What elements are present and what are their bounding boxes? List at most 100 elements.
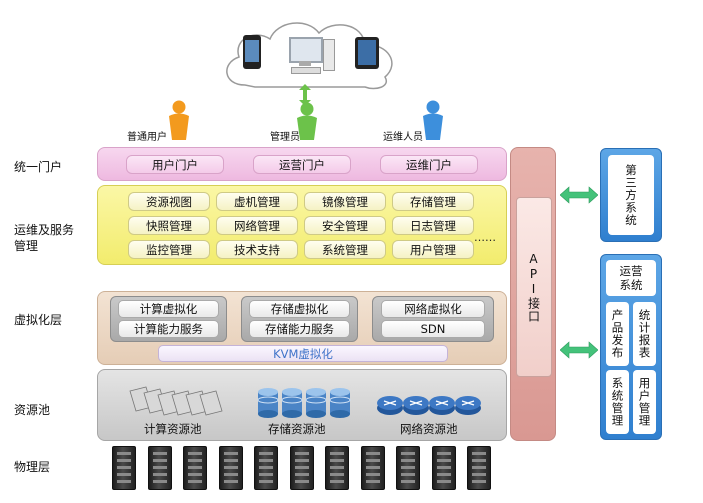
server-icon — [183, 446, 207, 490]
portal-maintenance[interactable]: 运维门户 — [380, 155, 478, 174]
server-slot — [259, 466, 273, 469]
pool-storage-label: 存储资源池 — [268, 422, 326, 436]
ops-item[interactable]: 系统管理 — [304, 240, 386, 259]
server-slot — [152, 466, 167, 469]
ops-item[interactable]: 安全管理 — [304, 216, 386, 235]
row-label-pool: 资源池 — [14, 403, 51, 417]
portal-operations[interactable]: 运营门户 — [253, 155, 351, 174]
server-slot — [472, 459, 486, 462]
server-slot — [365, 466, 380, 469]
server-slot — [436, 473, 451, 476]
ops-item[interactable]: 快照管理 — [128, 216, 210, 235]
server-icon — [325, 446, 349, 490]
ops-item[interactable]: 网络管理 — [216, 216, 298, 235]
ops-sub-release[interactable]: 产品发布 — [606, 302, 629, 366]
server-icon — [254, 446, 278, 490]
server-slot — [152, 459, 167, 462]
server-icon — [112, 446, 136, 490]
virt-compute-service[interactable]: 计算能力服务 — [118, 320, 219, 338]
server-slot — [330, 466, 344, 469]
virt-storage-service[interactable]: 存储能力服务 — [249, 320, 350, 338]
ops-item[interactable]: 存储管理 — [392, 192, 474, 211]
third-party-label: 第三方系统 — [624, 163, 638, 227]
server-slot — [117, 459, 131, 462]
server-icon — [467, 446, 491, 490]
ops-item[interactable]: 资源视图 — [128, 192, 210, 211]
server-slot — [365, 459, 380, 462]
server-slot — [436, 466, 451, 469]
server-slot — [294, 480, 309, 483]
virt-compute[interactable]: 计算虚拟化 — [118, 300, 219, 318]
server-slot — [259, 473, 273, 476]
ops-sub-report-label: 统计报表 — [637, 309, 652, 359]
server-slot — [294, 466, 309, 469]
server-slot — [401, 466, 415, 469]
ops-item[interactable]: 技术支持 — [216, 240, 298, 259]
server-slot — [401, 452, 415, 455]
server-slot — [152, 473, 167, 476]
person-blue-icon — [423, 100, 443, 140]
server-slot — [259, 452, 273, 455]
ops-system-title: 运营系统 — [606, 260, 656, 296]
server-slot — [365, 473, 380, 476]
server-slot — [436, 452, 451, 455]
user-regular-label: 普通用户 — [127, 132, 167, 143]
server-slot — [472, 480, 486, 483]
ops-sub-system[interactable]: 系统管理 — [606, 370, 629, 434]
server-slot — [223, 480, 238, 483]
server-slot — [188, 459, 202, 462]
ops-item[interactable]: 用户管理 — [392, 240, 474, 259]
server-slot — [259, 480, 273, 483]
server-slot — [223, 473, 238, 476]
server-icon — [289, 446, 314, 490]
user-regular — [156, 100, 196, 142]
cloud-link-arrow-icon — [299, 84, 311, 106]
server-slot — [152, 452, 167, 455]
ops-item[interactable]: 镜像管理 — [304, 192, 386, 211]
user-ops — [418, 100, 448, 142]
person-green-icon — [297, 102, 317, 140]
ops-sub-report[interactable]: 统计报表 — [633, 302, 656, 366]
pool-network-label: 网络资源池 — [400, 422, 458, 436]
server-slot — [365, 480, 380, 483]
row-label-ops: 运维及服务管理 — [14, 222, 76, 254]
ops-item[interactable]: 虚机管理 — [216, 192, 298, 211]
user-ops-label: 运维人员 — [383, 132, 423, 143]
cloud — [215, 15, 405, 95]
server-slot — [330, 473, 344, 476]
server-slot — [472, 466, 486, 469]
pool-compute-label: 计算资源池 — [144, 422, 202, 436]
server-slot — [117, 466, 131, 469]
server-slot — [330, 459, 344, 462]
ops-system-arrow-icon — [560, 341, 598, 359]
ops-more: …… — [474, 231, 496, 244]
server-slot — [330, 452, 344, 455]
server-slot — [330, 480, 344, 483]
ops-item[interactable]: 日志管理 — [392, 216, 474, 235]
server-slot — [436, 459, 451, 462]
server-icon — [147, 446, 172, 490]
server-slot — [472, 452, 486, 455]
server-slot — [188, 452, 202, 455]
virt-network[interactable]: 网络虚拟化 — [381, 300, 485, 318]
server-slot — [294, 452, 309, 455]
kvm-bar[interactable]: KVM虚拟化 — [158, 345, 448, 362]
server-slot — [117, 473, 131, 476]
person-orange-icon — [169, 100, 189, 140]
ops-sub-user[interactable]: 用户管理 — [633, 370, 656, 434]
server-slot — [401, 459, 415, 462]
ops-sub-system-label: 系统管理 — [610, 377, 625, 427]
row-label-ops-text: 运维及服务管理 — [14, 223, 75, 253]
virt-sdn[interactable]: SDN — [381, 320, 485, 338]
server-slot — [223, 459, 238, 462]
server-icon — [431, 446, 456, 490]
row-label-phys: 物理层 — [14, 460, 51, 474]
virt-storage[interactable]: 存储虚拟化 — [249, 300, 350, 318]
row-label-virt: 虚拟化层 — [14, 313, 63, 327]
portal-user[interactable]: 用户门户 — [126, 155, 224, 174]
server-slot — [259, 459, 273, 462]
third-party-system[interactable]: 第三方系统 — [608, 155, 654, 235]
api-panel[interactable]: API接口 — [516, 197, 552, 377]
ops-item[interactable]: 监控管理 — [128, 240, 210, 259]
compute-blades-icon — [129, 386, 223, 416]
